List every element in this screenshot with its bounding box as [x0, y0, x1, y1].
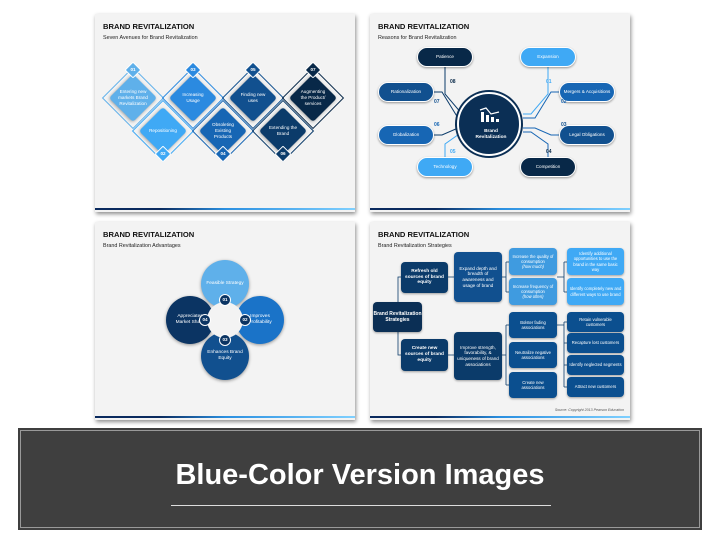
avenue-label: Augmenting the Product/ services — [300, 89, 326, 106]
tactic-box: Identify neglected segments — [567, 355, 624, 375]
slide-subtitle: Seven Avenues for Brand Revitalization — [103, 35, 198, 41]
advantage-label: Improves Profitability — [248, 314, 272, 325]
advantage-number-badge — [219, 294, 231, 306]
center-hole — [207, 302, 243, 338]
reason-pill: Expansion — [520, 47, 576, 67]
reason-number: 08 — [450, 79, 456, 85]
advantage-number-badge — [239, 314, 251, 326]
avenue-number: 01 — [130, 67, 136, 73]
strategy-label: Bolster fading associations — [520, 319, 546, 330]
slide-title: BRAND REVITALIZATION — [378, 22, 470, 31]
strategy-label: Increase the quality of consumption — [512, 253, 554, 264]
avenue-number: 03 — [190, 67, 196, 73]
advantage-number-badge — [219, 334, 231, 346]
avenue-label: Repositioning — [149, 128, 177, 134]
root-box: Brand Revitalization Strategies — [373, 302, 422, 332]
avenue-number: 04 — [220, 151, 226, 157]
avenue-label: Increasing Usage — [182, 92, 204, 103]
strategy-box: Create new associations — [509, 372, 557, 398]
advantage-label: Feasible Strategy — [206, 281, 244, 286]
slide-title: BRAND REVITALIZATION — [103, 22, 195, 31]
reason-pill: Competition — [520, 157, 576, 177]
tactic-box: Attract new customers — [567, 377, 624, 397]
advantage-number: 04 — [202, 317, 208, 323]
mid-improve-box: Improve strength, favorability, & unique… — [454, 332, 502, 380]
tactic-box: Identify additional opportunities to use… — [567, 248, 624, 275]
reason-pill: Patience — [417, 47, 473, 67]
reason-pill: Legal Obligations — [559, 125, 615, 145]
strategy-box: Increase frequency of consumption(how of… — [509, 278, 557, 305]
strategy-box: Increase the quality of consumption(how … — [509, 248, 557, 275]
reason-number: 05 — [450, 149, 456, 155]
source-note: Source: Copyright 2013 Pearson Education — [554, 408, 624, 412]
strategy-sublabel: (how much) — [522, 264, 544, 270]
slide-title: BRAND REVITALIZATION — [378, 230, 470, 239]
advantage-label: Enhances Brand Equity — [207, 350, 243, 361]
banner-title: Blue-Color Version Images — [175, 459, 545, 491]
strategy-label: Neutralize negative associations — [515, 349, 551, 360]
avenue-label: Finding new uses — [240, 92, 266, 103]
reason-number: 07 — [434, 99, 440, 105]
banner: Blue-Color Version Images — [18, 428, 702, 530]
reason-pill: Globalization — [378, 125, 434, 145]
advantage-label: Appreciates Market Share — [175, 314, 205, 325]
reason-pill: Rationalization — [378, 82, 434, 102]
branch-create-box: Create new sources of brand equity — [401, 339, 448, 371]
slide-footer-bar — [370, 207, 630, 210]
avenue-number: 02 — [160, 151, 166, 157]
slide-thumbnail-advantages[interactable]: BRAND REVITALIZATION Brand Revitalizatio… — [95, 222, 355, 420]
advantage-number: 03 — [222, 337, 228, 343]
tactic-box: Identify completely new and different wa… — [567, 278, 624, 305]
slide-thumbnail-strategies[interactable]: BRAND REVITALIZATION Brand Revitalizatio… — [370, 222, 630, 420]
reason-number: 02 — [561, 99, 567, 105]
advantage-number: 02 — [242, 317, 248, 323]
tree-connectors — [397, 261, 567, 388]
reason-number: 03 — [561, 122, 567, 128]
avenue-number: 05 — [250, 67, 256, 73]
slide-thumbnail-seven-avenues[interactable]: BRAND REVITALIZATION Seven Avenues for B… — [95, 14, 355, 212]
slide-subtitle: Brand Revitalization Strategies — [378, 243, 452, 249]
slide-thumbnail-reasons[interactable]: BRAND REVITALIZATION Reasons for Brand R… — [370, 14, 630, 212]
banner-underline — [171, 505, 551, 506]
strategy-sublabel: (how often) — [522, 294, 544, 300]
avenue-label: Obsoleting Existing Products — [212, 122, 234, 139]
slide-footer-bar — [95, 207, 355, 210]
slide-footer-bar — [95, 415, 355, 418]
branch-refresh-box: Refresh old sources of brand equity — [401, 262, 448, 293]
advantage-number: 01 — [222, 297, 228, 303]
avenue-label: Entering new markets Brand Revitalizatio… — [118, 89, 148, 106]
avenue-label: Extending the Brand — [268, 125, 298, 136]
slide-subtitle: Brand Revitalization Advantages — [103, 243, 181, 249]
reason-pill: Mergers & Acquisitions — [559, 82, 615, 102]
declining-chart-icon — [479, 107, 500, 122]
avenue-number: 07 — [310, 67, 316, 73]
strategy-label: Increase frequency of consumption — [512, 283, 554, 294]
reason-number: 06 — [434, 122, 440, 128]
reason-number: 04 — [546, 149, 552, 155]
reason-number: 01 — [546, 79, 552, 85]
tactic-box: Retain vulnerable customers — [567, 312, 624, 332]
slide-subtitle: Reasons for Brand Revitalization — [378, 35, 457, 41]
slide-footer-bar — [370, 415, 630, 418]
strategy-box: Neutralize negative associations — [509, 342, 557, 368]
tactic-box: Recapture lost customers — [567, 333, 624, 353]
advantage-number-badge — [199, 314, 211, 326]
center-label: Brand Revitalization — [475, 129, 507, 140]
strategy-box: Bolster fading associations — [509, 312, 557, 338]
center-circle: Brand Revitalization — [457, 92, 521, 156]
strategy-label: Create new associations — [521, 379, 545, 390]
slide-title: BRAND REVITALIZATION — [103, 230, 195, 239]
avenue-number: 06 — [280, 151, 286, 157]
mid-expand-box: Expand depth and breadth of awareness an… — [454, 252, 502, 302]
reason-pill: Technology — [417, 157, 473, 177]
